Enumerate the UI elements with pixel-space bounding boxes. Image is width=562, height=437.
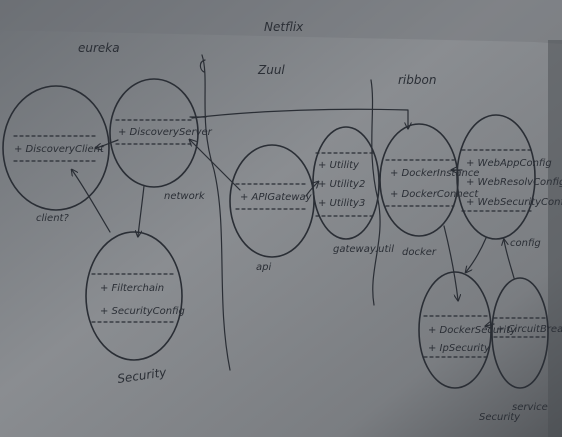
node-item-circuit-breaker: + CircuitBreaker — [496, 324, 562, 335]
node-item-utility: + Utility — [318, 160, 360, 171]
node-item-docker-instance: + DockerInstance — [390, 168, 479, 179]
node-caption-client: client? — [36, 213, 69, 224]
node-item-discovery-server: + DiscoveryServer — [118, 127, 213, 138]
header-eureka: eureka — [78, 41, 120, 55]
node-item-filterchain: + Filterchain — [100, 283, 164, 294]
arrow-server-to-security — [138, 185, 145, 236]
node-circle-security-right — [418, 271, 492, 389]
node-circle-config — [456, 114, 536, 240]
board-frame-right — [548, 40, 562, 437]
node-caption-security-right: Security — [479, 412, 521, 423]
node-item-ip-security: + IpSecurity — [428, 343, 491, 354]
header-zuul: Zuul — [257, 63, 285, 77]
node-circle-discovery-server — [109, 78, 199, 188]
node-item-web-resolv-config: + WebResolvConfig — [466, 177, 562, 188]
header-ribbon: ribbon — [398, 73, 436, 87]
arrow-server-to-ribbon — [191, 108, 408, 128]
node-caption-config: config — [510, 238, 541, 249]
header-netflix: Netflix — [264, 20, 304, 34]
arrow-api-to-server — [190, 140, 241, 191]
node-item-utility3: + Utility3 — [318, 198, 365, 209]
node-caption-network: network — [164, 191, 206, 202]
divider-brace — [199, 59, 206, 73]
node-item-utility2: + Utility2 — [318, 179, 365, 190]
node-item-web-app-config: + WebAppConfig — [466, 158, 552, 169]
divider-line-left — [201, 54, 231, 371]
node-item-docker-connect: + DockerConnect — [390, 189, 479, 200]
node-caption-api: api — [256, 262, 271, 273]
node-caption-service: service — [512, 402, 548, 413]
arrow-server-to-client — [96, 139, 119, 148]
arrow-config-to-security-right — [466, 237, 487, 272]
node-item-security-config: + SecurityConfig — [100, 306, 185, 317]
node-circle-docker — [379, 123, 459, 237]
node-item-api-gateway: + APIGateway — [240, 192, 313, 203]
node-caption-docker: docker — [402, 247, 437, 258]
arrow-service-to-config — [504, 240, 515, 279]
node-circle-discovery-client — [2, 85, 110, 211]
arrow-api-to-util — [305, 182, 318, 197]
board-frame — [0, 0, 562, 44]
node-circle-service — [491, 277, 549, 389]
node-item-web-security-config: + WebSecurityConfig — [466, 197, 562, 208]
node-item-discovery-client: + DiscoveryClient — [14, 144, 105, 155]
node-item-docker-security: + DockerSecurity — [428, 325, 517, 336]
arrow-service-to-security-right — [486, 324, 495, 326]
node-circle-security-left — [85, 231, 183, 361]
node-caption-security-left: Security — [116, 365, 168, 386]
arrow-docker-to-security-right — [443, 225, 458, 300]
arrow-security-to-client — [72, 170, 111, 233]
node-caption-gateway-util: gateway.util — [333, 244, 394, 255]
